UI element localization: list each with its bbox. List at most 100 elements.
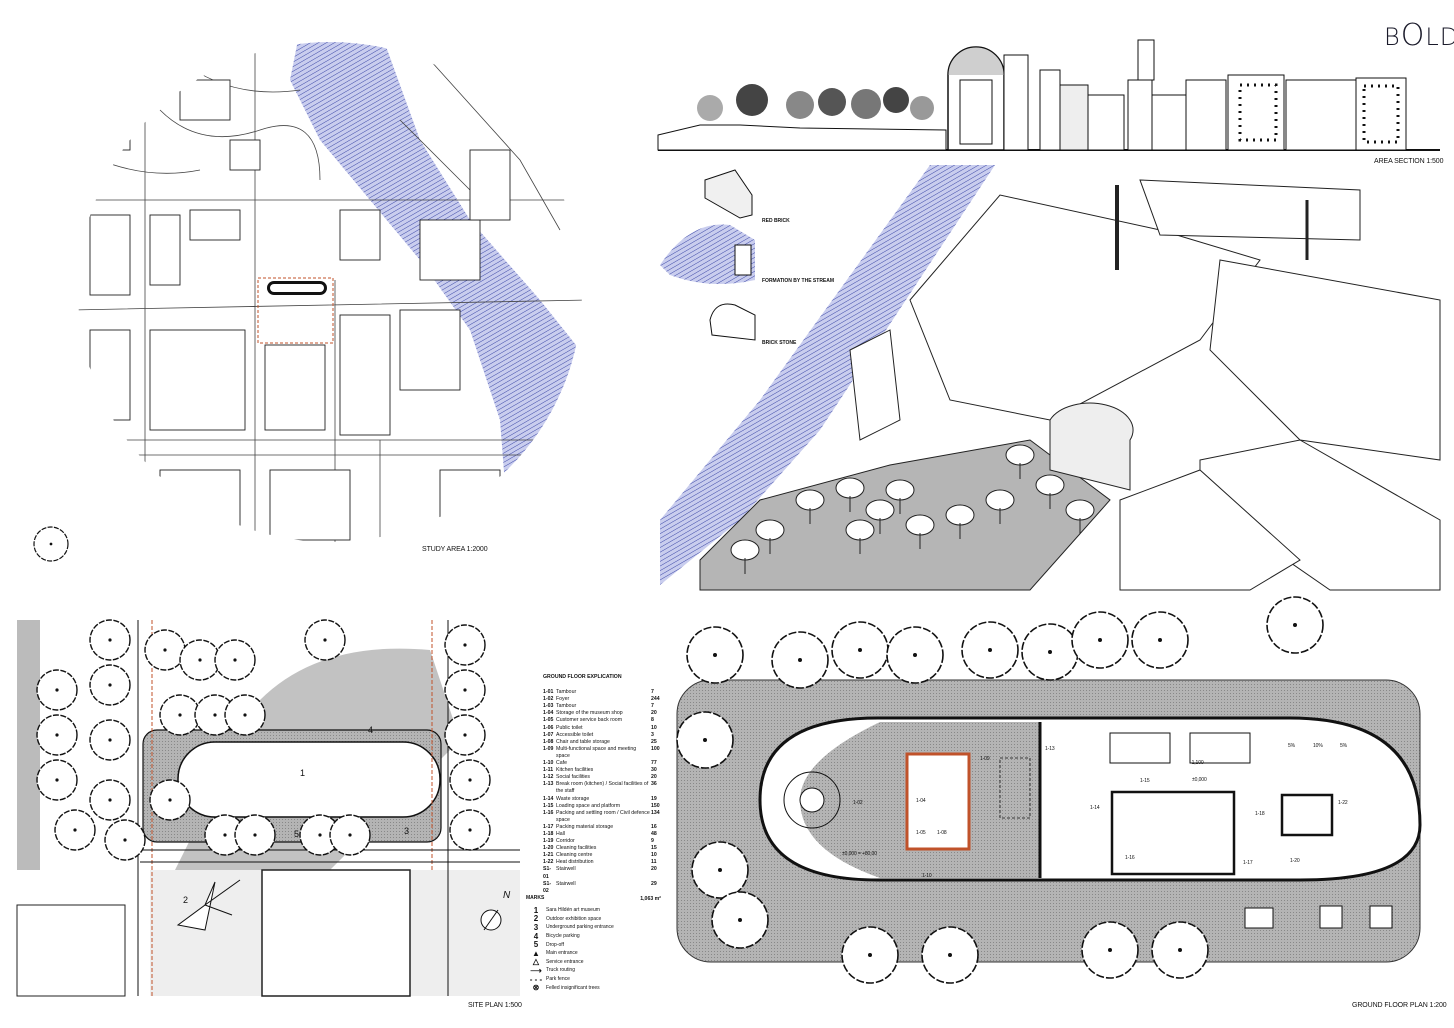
bold-logo: BOLD [1384, 18, 1454, 53]
room-area: 9 [651, 838, 654, 845]
room-area: 20 [651, 710, 657, 717]
room-1-16: 1-16 [1125, 855, 1135, 861]
mark-symbol: 3 [533, 922, 539, 932]
material-label-brick-stone: BRICK STONE [762, 340, 797, 346]
room-name: Multi-functional space and meeting space [556, 745, 637, 759]
legend-title: GROUND FLOOR EXPLICATION [543, 674, 622, 680]
site-plan-caption: SITE PLAN 1:500 [468, 1002, 522, 1009]
mark-label: Underground parking entrance [546, 924, 614, 931]
room-name: Packing and settling room / Civil defenc… [556, 809, 650, 823]
site-mark-3: 3 [404, 826, 409, 836]
room-code: 1-07 [543, 731, 554, 738]
mark-symbol: △ [532, 957, 540, 967]
room-area: 100 [651, 745, 660, 752]
room-code: 1-04 [543, 710, 554, 717]
room-1-13: 1-13 [1045, 746, 1055, 752]
ground-floor-plan-caption: GROUND FLOOR PLAN 1:200 [1352, 1002, 1447, 1009]
area-section-elevation [657, 39, 1440, 151]
room-code: S1-01 [543, 866, 552, 880]
room-name: Tambour [556, 689, 577, 696]
room-code: 1-18 [543, 830, 554, 837]
room-name: Social facilities [556, 774, 591, 781]
mark-label: Park fence [546, 976, 570, 983]
room-1-17: 1-17 [1243, 860, 1253, 866]
room-name: Cafe [556, 760, 567, 767]
room-code: 1-16 [543, 809, 554, 816]
ramp-slope-2: 10% [1313, 743, 1323, 749]
room-name: Foyer [556, 696, 570, 703]
room-area: 48 [651, 830, 657, 837]
material-label-red-brick: RED BRICK [762, 218, 790, 224]
room-name: Stairwell [556, 866, 576, 873]
ground-floor-plan [676, 596, 1422, 984]
room-code: 1-21 [543, 852, 554, 859]
room-name: Waste storage [556, 795, 590, 802]
room-area: 10 [651, 852, 657, 859]
room-name: Packing material storage [556, 823, 614, 830]
mark-symbol: ⊗ [532, 983, 540, 993]
room-area: 29 [651, 880, 657, 887]
material-label-formation: FORMATION BY THE STREAM [762, 278, 835, 284]
mark-symbol: ▲ [532, 948, 540, 958]
mark-symbol: ⟶ [530, 965, 542, 975]
room-code: 1-20 [543, 845, 554, 852]
room-area: 15 [651, 845, 657, 852]
north-arrow: N [503, 890, 511, 901]
mark-symbol: 1 [533, 905, 539, 915]
room-1-20: 1-20 [1290, 858, 1300, 864]
mark-symbol: - - - [529, 974, 543, 984]
mark-label: Service entrance [546, 958, 584, 965]
room-area: 7 [651, 689, 654, 696]
level-floor: ±0,000 [1192, 777, 1207, 783]
room-1-02: 1-02 [853, 800, 863, 806]
room-name: Storage of the museum shop [556, 710, 623, 717]
mark-symbol: 4 [533, 931, 539, 941]
room-code: 1-08 [543, 738, 554, 745]
room-name: Chair and table storage [556, 738, 610, 745]
marks-row: ▲Main entrance [526, 949, 636, 958]
room-name: Loading space and platform [556, 802, 621, 809]
level-entry: ±0,000 = +80,00 [842, 851, 877, 857]
room-1-08: 1-08 [937, 830, 947, 836]
room-code: 1-01 [543, 689, 554, 696]
room-1-15: 1-15 [1140, 778, 1150, 784]
room-name: Public toilet [556, 724, 583, 731]
room-area: 150 [651, 802, 660, 809]
marks-row: 4 Bicycle parking [526, 932, 636, 941]
room-1-14: 1-14 [1090, 805, 1100, 811]
axonometric-view [660, 165, 1441, 591]
room-area: 16 [651, 823, 657, 830]
room-area: 36 [651, 781, 657, 788]
room-name: Corridor [556, 838, 575, 845]
room-code: 1-13 [543, 781, 554, 788]
study-area-caption: STUDY AREA 1:2000 [422, 546, 488, 553]
room-code: 1-22 [543, 859, 554, 866]
room-code: S1-02 [543, 880, 552, 894]
ramp-slope-3: 5% [1340, 743, 1348, 749]
room-name: Cleaning centre [556, 852, 593, 859]
room-code: 1-03 [543, 703, 554, 710]
mark-label: Bicycle parking [546, 933, 580, 940]
